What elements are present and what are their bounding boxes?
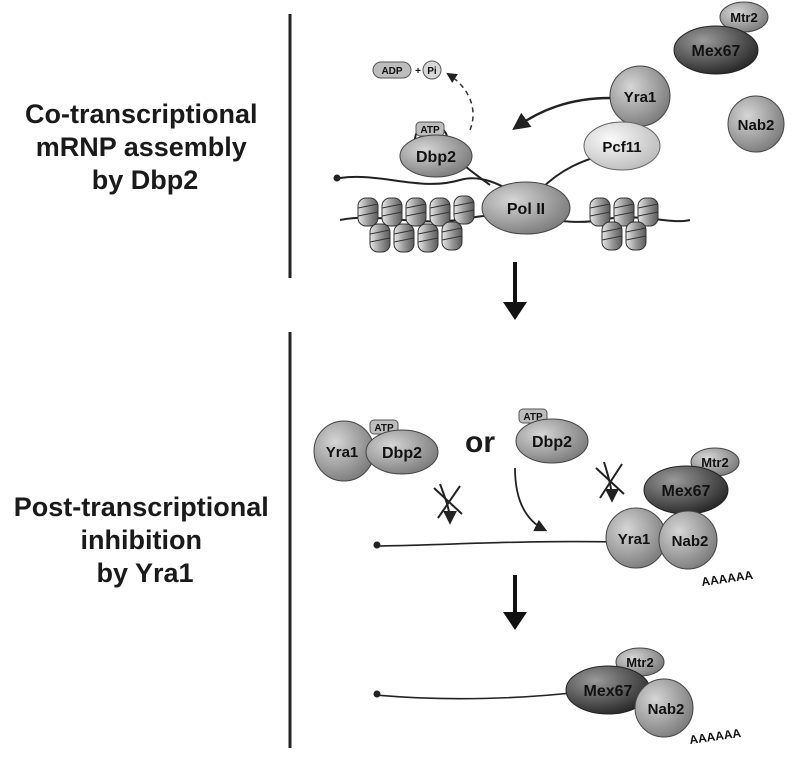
atp-label-top: ATP	[420, 125, 440, 136]
yra1-label-mid: Yra1	[618, 531, 651, 548]
dbp2-protein-mid	[515, 418, 589, 464]
pol2-label: Pol II	[507, 201, 545, 218]
binding-arrow-mid	[514, 467, 548, 532]
nab2-label-top: Nab2	[738, 117, 775, 134]
mtr2-label-top: Mtr2	[730, 10, 757, 25]
nab2-protein-top	[727, 95, 785, 153]
hydrolysis-arrow	[446, 72, 474, 131]
mtr2-label-mid: Mtr2	[701, 455, 728, 470]
mex67-protein-top	[673, 25, 759, 75]
nab2-label-mid: Nab2	[672, 533, 709, 550]
adp-label: ADP	[381, 66, 402, 77]
dbp2-label-mid-left: Dbp2	[382, 445, 422, 462]
rna-strand	[339, 175, 521, 197]
nab2-protein-mid	[658, 510, 718, 570]
nucleosomes-left	[357, 195, 475, 253]
dbp2-protein-mid-left	[365, 429, 439, 475]
polya-tail-bottom: AAAAAA	[688, 726, 742, 747]
nab2-label-bottom: Nab2	[648, 701, 685, 718]
mtr2-label-bottom: Mtr2	[626, 655, 653, 670]
pol2-protein	[481, 181, 571, 235]
yra1-label-top: Yra1	[624, 89, 657, 106]
rna-cap-bottom	[373, 690, 381, 698]
dbp2-label-top: Dbp2	[416, 149, 456, 166]
or-text: or	[465, 426, 495, 459]
step-arrow-1-head	[503, 302, 527, 320]
recruitment-arrow	[512, 96, 611, 131]
nab2-protein-bottom	[634, 678, 694, 738]
mex67-label-top: Mex67	[692, 43, 741, 60]
rna-strand-mid	[375, 540, 621, 547]
mex67-label-bottom: Mex67	[584, 683, 633, 700]
yra1-label-mid-left: Yra1	[326, 444, 359, 461]
dbp2-protein-top	[399, 134, 473, 178]
mex67-label-mid: Mex67	[662, 483, 711, 500]
rna-cap	[333, 174, 341, 182]
plus-sign: +	[415, 66, 421, 77]
step-arrow-2-head	[503, 612, 527, 630]
adp-badge	[372, 61, 412, 79]
block-x-left	[433, 485, 463, 519]
block-x-right	[595, 463, 625, 499]
section-title-bottom: Post-transcriptional inhibition by Yra1	[14, 492, 277, 588]
pi-label: Pi	[427, 66, 437, 77]
pi-badge	[422, 60, 442, 80]
section-title-top: Co-transcriptional mRNP assembly by Dbp2	[25, 99, 265, 195]
atp-label-mid: ATP	[523, 412, 543, 423]
nucleosomes-right	[589, 197, 659, 251]
pcf11-protein	[583, 121, 661, 171]
polya-tail-mid: AAAAAA	[700, 568, 754, 589]
rna-strand-bottom	[375, 691, 581, 700]
pcf11-label: Pcf11	[602, 139, 641, 156]
rna-cap-mid	[373, 541, 381, 549]
atp-label-mid-left: ATP	[374, 423, 394, 434]
dbp2-label-mid: Dbp2	[532, 434, 572, 451]
